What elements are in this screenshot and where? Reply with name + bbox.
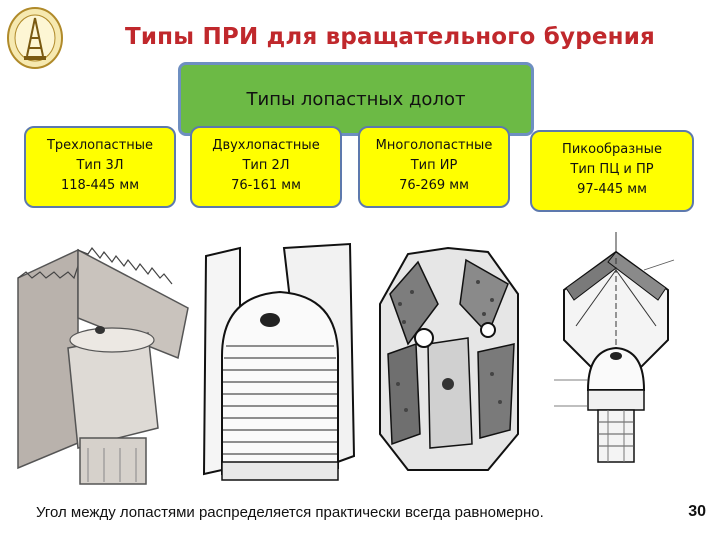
type-range: 76-161 мм: [231, 178, 301, 193]
slide-title: Типы ПРИ для вращательного бурения: [124, 24, 656, 50]
type-code: Тип ИР: [410, 158, 458, 173]
type-code: Тип 3Л: [76, 158, 124, 173]
type-box-two-blade: Двухлопастные Тип 2Л 76-161 мм: [190, 126, 342, 208]
type-code: Тип 2Л: [242, 158, 290, 173]
two-blade-bit-illustration: [192, 236, 364, 493]
type-box-multi-blade: Многолопастные Тип ИР 76-269 мм: [358, 126, 510, 208]
type-name: Пикообразные: [562, 142, 662, 157]
type-box-three-blade: Трехлопастные Тип 3Л 118-445 мм: [24, 126, 176, 208]
header-label: Типы лопастных долот: [246, 89, 466, 110]
multi-blade-bit-illustration: [368, 234, 530, 489]
type-name: Трехлопастные: [46, 138, 154, 153]
type-name: Многолопастные: [375, 138, 493, 153]
university-logo: [6, 6, 64, 70]
pick-type-bit-illustration: [544, 230, 694, 497]
type-range: 76-269 мм: [399, 178, 469, 193]
type-name: Двухлопастные: [212, 138, 320, 153]
three-blade-bit-illustration: [8, 238, 194, 493]
footer-note: Угол между лопастями распределяется прак…: [36, 504, 544, 521]
type-range: 118-445 мм: [60, 178, 140, 193]
type-code: Тип ПЦ и ПР: [570, 162, 654, 177]
type-box-pick-type: Пикообразные Тип ПЦ и ПР 97-445 мм: [530, 130, 694, 212]
type-range: 97-445 мм: [577, 182, 647, 197]
page-number: 30: [688, 503, 706, 520]
blade-bit-types-header: Типы лопастных долот: [178, 62, 534, 136]
